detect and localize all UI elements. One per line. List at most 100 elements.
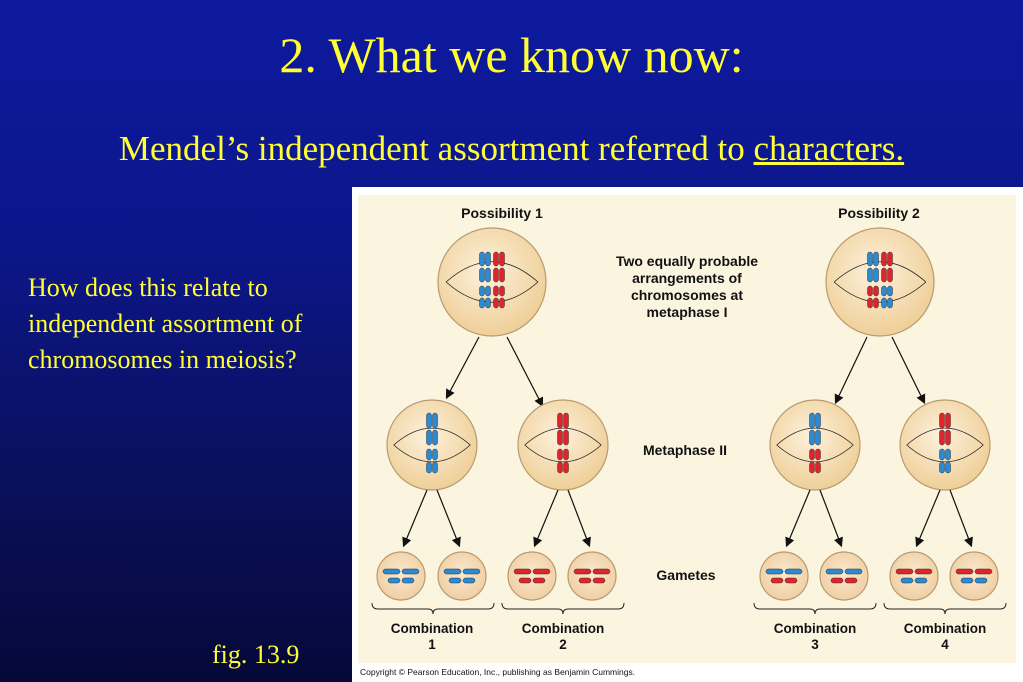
chromatid bbox=[815, 412, 821, 429]
chromosome bbox=[382, 568, 401, 575]
chromatid bbox=[887, 285, 893, 297]
metaphase-ii-cell-3 bbox=[769, 399, 861, 491]
spindle-fiber bbox=[524, 427, 602, 446]
chromosome bbox=[592, 568, 611, 575]
spindle-fiber bbox=[393, 444, 471, 463]
chromatid bbox=[881, 285, 887, 297]
metaphase-ii-label: Metaphase II bbox=[643, 442, 727, 458]
chromatid bbox=[485, 285, 491, 297]
gamete-cell bbox=[567, 551, 617, 601]
chromatid bbox=[493, 267, 499, 283]
possibility-2-label: Possibility 2 bbox=[838, 205, 920, 221]
chromatid bbox=[485, 251, 491, 267]
chromosome bbox=[844, 568, 863, 575]
chromatid bbox=[815, 448, 821, 461]
chromatid bbox=[426, 461, 432, 474]
chromatid bbox=[426, 448, 432, 461]
figure-reference: fig. 13.9 bbox=[212, 640, 300, 669]
chromatid bbox=[881, 267, 887, 283]
chromatid bbox=[432, 448, 438, 461]
gamete-cell bbox=[507, 551, 557, 601]
arrow bbox=[506, 336, 544, 408]
spindle-fiber bbox=[445, 281, 539, 303]
chromosome bbox=[784, 577, 798, 584]
chromatid bbox=[563, 448, 569, 461]
chromatid bbox=[432, 461, 438, 474]
chromatid bbox=[563, 412, 569, 429]
spindle-fiber bbox=[524, 444, 602, 463]
chromatid bbox=[939, 412, 945, 429]
center-note-line-1: Two equally probable bbox=[616, 253, 758, 269]
arrow bbox=[819, 489, 843, 548]
center-note-line-3: chromosomes at bbox=[631, 287, 743, 303]
chromosome bbox=[974, 568, 993, 575]
chromatid bbox=[479, 267, 485, 283]
combination-brace bbox=[753, 602, 877, 615]
spindle-fiber bbox=[833, 261, 927, 283]
combination-brace bbox=[883, 602, 1007, 615]
arrow bbox=[834, 336, 868, 405]
chromatid bbox=[945, 429, 951, 446]
chromosome bbox=[532, 568, 551, 575]
chromosome bbox=[784, 568, 803, 575]
chromatid bbox=[867, 297, 873, 309]
chromatid bbox=[881, 251, 887, 267]
chromatid bbox=[945, 461, 951, 474]
chromosome bbox=[770, 577, 784, 584]
copyright-notice: Copyright © Pearson Education, Inc., pub… bbox=[360, 667, 635, 677]
spindle-fiber bbox=[445, 261, 539, 283]
chromosome bbox=[825, 568, 844, 575]
chromatid bbox=[939, 461, 945, 474]
metaphase-i-cell-possibility-1 bbox=[437, 227, 547, 337]
metaphase-ii-cell-4 bbox=[899, 399, 991, 491]
gamete-cell bbox=[437, 551, 487, 601]
chromatid bbox=[873, 285, 879, 297]
metaphase-ii-cell-2 bbox=[517, 399, 609, 491]
chromatid bbox=[945, 448, 951, 461]
chromatid bbox=[809, 461, 815, 474]
chromosome bbox=[830, 577, 844, 584]
center-note-line-2: arrangements of bbox=[632, 270, 742, 286]
chromosome bbox=[448, 577, 462, 584]
arrow bbox=[915, 489, 941, 548]
chromatid bbox=[881, 297, 887, 309]
center-note-line-4: metaphase I bbox=[647, 304, 728, 320]
chromatid bbox=[939, 429, 945, 446]
chromatid bbox=[493, 297, 499, 309]
chromosome bbox=[401, 577, 415, 584]
chromosome bbox=[914, 577, 928, 584]
combination-brace bbox=[501, 602, 625, 615]
combination-3-number: 3 bbox=[811, 637, 819, 652]
gamete-cell bbox=[819, 551, 869, 601]
chromatid bbox=[485, 267, 491, 283]
chromatid bbox=[873, 267, 879, 283]
chromosome bbox=[592, 577, 606, 584]
combination-brace bbox=[371, 602, 495, 615]
gametes-label: Gametes bbox=[656, 567, 715, 583]
chromatid bbox=[493, 285, 499, 297]
chromatid bbox=[945, 412, 951, 429]
chromatid bbox=[563, 461, 569, 474]
chromosome bbox=[844, 577, 858, 584]
combination-1-label: Combination bbox=[391, 621, 474, 636]
question-text: How does this relate to independent asso… bbox=[28, 273, 303, 374]
combination-1-number: 1 bbox=[428, 637, 436, 652]
arrow bbox=[949, 489, 973, 548]
chromatid bbox=[887, 297, 893, 309]
cells-layer bbox=[371, 227, 1007, 615]
arrow bbox=[402, 489, 428, 548]
combination-4-label: Combination bbox=[904, 621, 987, 636]
metaphase-i-cell-possibility-2 bbox=[825, 227, 935, 337]
chromatid bbox=[867, 267, 873, 283]
chromatid bbox=[426, 429, 432, 446]
chromatid bbox=[557, 461, 563, 474]
chromatid bbox=[873, 251, 879, 267]
chromatid bbox=[479, 297, 485, 309]
spindle-fiber bbox=[776, 444, 854, 463]
arrow bbox=[785, 489, 811, 548]
chromatid bbox=[557, 448, 563, 461]
chromatid bbox=[809, 448, 815, 461]
chromatid bbox=[887, 267, 893, 283]
slide-subtitle: Mendel’s independent assortment referred… bbox=[0, 129, 1023, 169]
chromatid bbox=[815, 429, 821, 446]
